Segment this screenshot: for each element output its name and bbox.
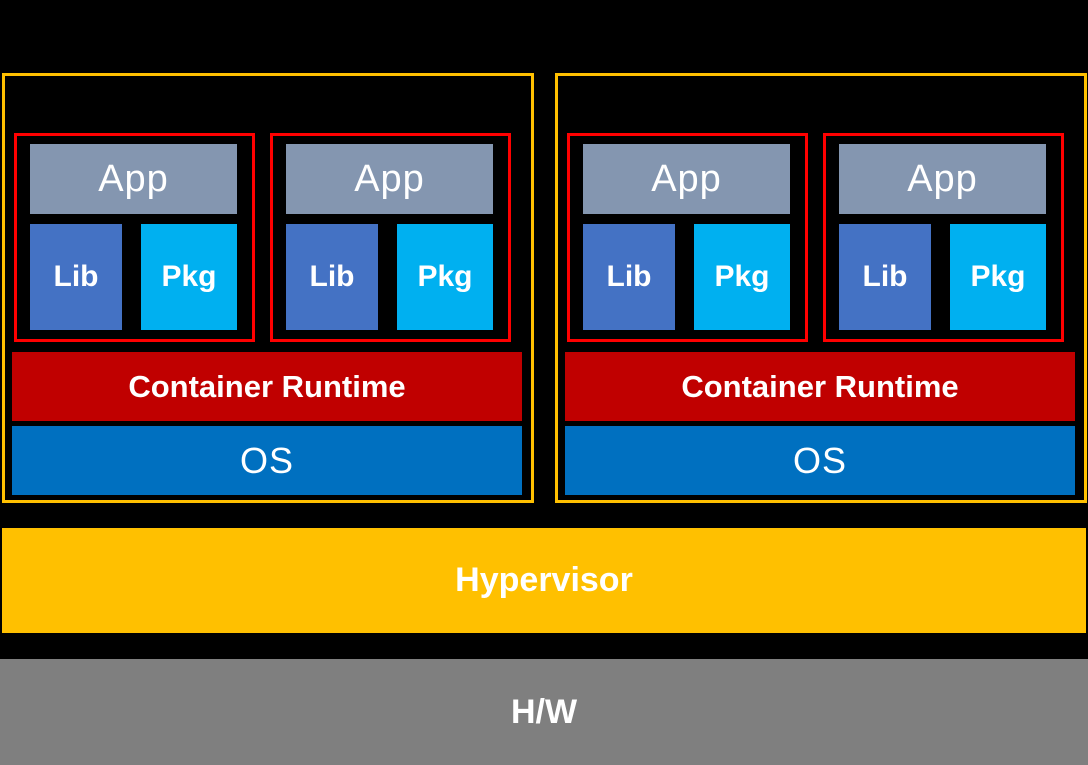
container-runtime-label: Container Runtime <box>681 368 959 404</box>
pkg-block: Pkg <box>397 224 493 330</box>
hypervisor-label: Hypervisor <box>455 561 633 599</box>
app-label: App <box>354 157 425 200</box>
pkg-block: Pkg <box>950 224 1046 330</box>
lib-block: Lib <box>839 224 931 330</box>
app-block: App <box>583 144 790 214</box>
app-block: App <box>286 144 493 214</box>
lib-label: Lib <box>309 260 355 293</box>
lib-block: Lib <box>583 224 675 330</box>
pkg-label: Pkg <box>714 260 770 293</box>
os-bar: OS <box>565 426 1075 495</box>
container-runtime-label: Container Runtime <box>128 368 406 404</box>
lib-label: Lib <box>53 260 99 293</box>
pkg-block: Pkg <box>141 224 237 330</box>
lib-block: Lib <box>286 224 378 330</box>
lib-block: Lib <box>30 224 122 330</box>
lib-label: Lib <box>862 260 908 293</box>
container-box: App Lib Pkg <box>14 133 255 342</box>
vm1-containers-row: App Lib Pkg App Lib Pkg <box>14 133 511 342</box>
os-label: OS <box>239 439 294 481</box>
container-box: App Lib Pkg <box>823 133 1064 342</box>
pkg-label: Pkg <box>417 260 473 293</box>
container-runtime-bar: Container Runtime <box>12 352 522 421</box>
app-label: App <box>98 157 169 200</box>
lib-label: Lib <box>606 260 652 293</box>
hardware-bar: H/W <box>0 659 1088 765</box>
app-label: App <box>651 157 722 200</box>
app-block: App <box>839 144 1046 214</box>
container-runtime-bar: Container Runtime <box>565 352 1075 421</box>
hypervisor-bar: Hypervisor <box>2 528 1086 633</box>
app-block: App <box>30 144 237 214</box>
pkg-block: Pkg <box>694 224 790 330</box>
pkg-label: Pkg <box>161 260 217 293</box>
vm-box-2: App Lib Pkg App Lib Pkg <box>555 73 1087 503</box>
container-box: App Lib Pkg <box>270 133 511 342</box>
vm-box-1: App Lib Pkg App Lib Pkg <box>2 73 534 503</box>
vm2-containers-row: App Lib Pkg App Lib Pkg <box>567 133 1064 342</box>
pkg-label: Pkg <box>970 260 1026 293</box>
app-label: App <box>907 157 978 200</box>
os-bar: OS <box>12 426 522 495</box>
container-box: App Lib Pkg <box>567 133 808 342</box>
hardware-label: H/W <box>510 692 578 731</box>
os-label: OS <box>792 439 847 481</box>
